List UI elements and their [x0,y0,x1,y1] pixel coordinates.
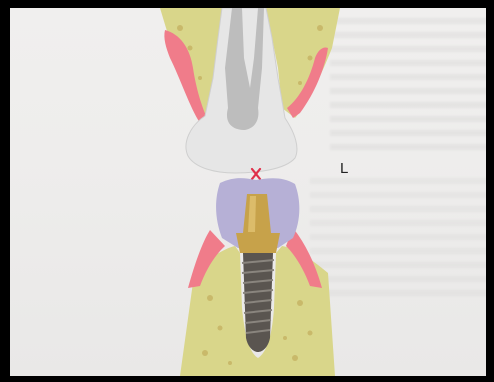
figure-label: L [340,160,348,177]
abutment [243,194,271,233]
dental-implant-illustration [10,8,486,376]
printed-page: L [10,8,486,376]
abutment-collar [236,233,280,253]
